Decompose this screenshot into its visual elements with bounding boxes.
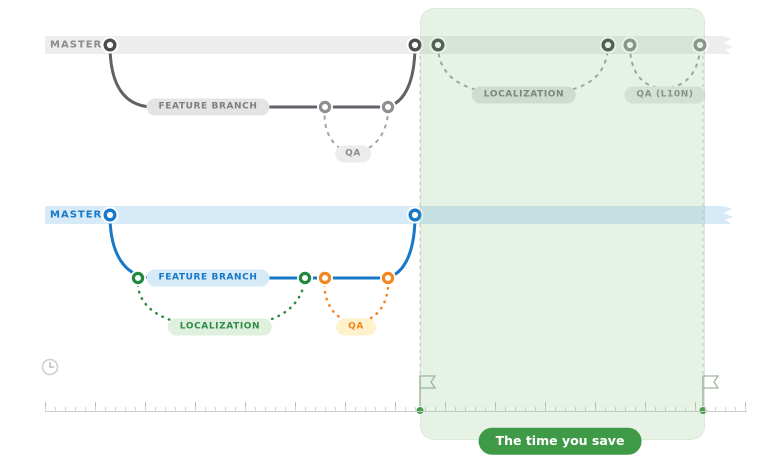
flag-icon [702, 375, 720, 406]
master-label-bottom: MASTER [50, 209, 103, 221]
commit-node [621, 36, 639, 54]
qa-l10n-pill-top: QA (L10N) [624, 86, 706, 104]
commit-node [297, 270, 313, 286]
commit-node [101, 206, 119, 224]
commit-node [406, 36, 424, 54]
timeline-ruler [45, 402, 747, 412]
clock-icon [41, 358, 59, 376]
commit-node [599, 36, 617, 54]
feature-branch-pill-top: FEATURE BRANCH [146, 98, 270, 116]
master-label-top: MASTER [50, 39, 103, 51]
localization-pill-bottom: LOCALIZATION [167, 318, 273, 336]
commit-node [406, 206, 424, 224]
localization-pill-top: LOCALIZATION [471, 86, 577, 104]
commit-node [380, 99, 396, 115]
commit-node [691, 36, 709, 54]
qa-pill-top: QA [335, 145, 371, 163]
commit-node [429, 36, 447, 54]
master-ribbon-bottom [45, 206, 733, 224]
master-ribbon-top [45, 36, 733, 54]
commit-node [317, 270, 333, 286]
qa-loop-bottom [323, 276, 390, 324]
commit-node [130, 270, 146, 286]
time-saved-badge: The time you save [478, 427, 642, 455]
qa-pill-bottom: QA [336, 318, 376, 336]
feature-branch-pill-bottom: FEATURE BRANCH [146, 269, 270, 287]
commit-node [380, 270, 396, 286]
flag-icon [419, 375, 437, 406]
localization-loop-bottom [136, 276, 307, 329]
commit-node [317, 99, 333, 115]
commit-node [101, 36, 119, 54]
